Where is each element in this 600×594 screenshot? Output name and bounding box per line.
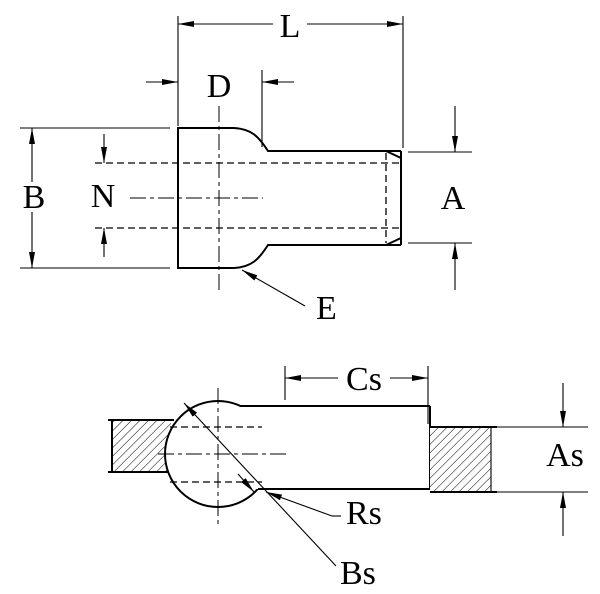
dim-label-E: E xyxy=(316,290,337,327)
dim-label-B: B xyxy=(23,179,46,216)
shank-fill xyxy=(240,406,430,489)
dim-label-D: D xyxy=(207,68,232,105)
leader-line-E xyxy=(241,269,306,307)
dim-label-L: L xyxy=(280,8,301,45)
leader-line-Rs xyxy=(265,491,333,517)
part-outline-top-fillet xyxy=(233,127,401,152)
leader-line-Bs xyxy=(183,402,337,567)
dim-label-Bs: Bs xyxy=(340,555,376,592)
side-view: L D B N A E xyxy=(20,8,472,327)
dim-label-A: A xyxy=(441,180,466,217)
chamfer-top xyxy=(385,150,402,159)
plate-section-right-hatch xyxy=(430,427,491,492)
chamfer-bottom xyxy=(385,237,402,246)
leader-arrow-Bs-exit xyxy=(237,473,255,493)
dim-label-As: As xyxy=(546,437,584,474)
dim-label-Cs: Cs xyxy=(346,361,382,398)
plate-section-left-hatch xyxy=(112,420,171,472)
installed-view: Cs As Rs Bs xyxy=(108,361,588,592)
dim-label-Rs: Rs xyxy=(346,495,382,532)
dim-label-N: N xyxy=(91,178,116,215)
part-outline-bottom-fillet xyxy=(233,244,401,269)
